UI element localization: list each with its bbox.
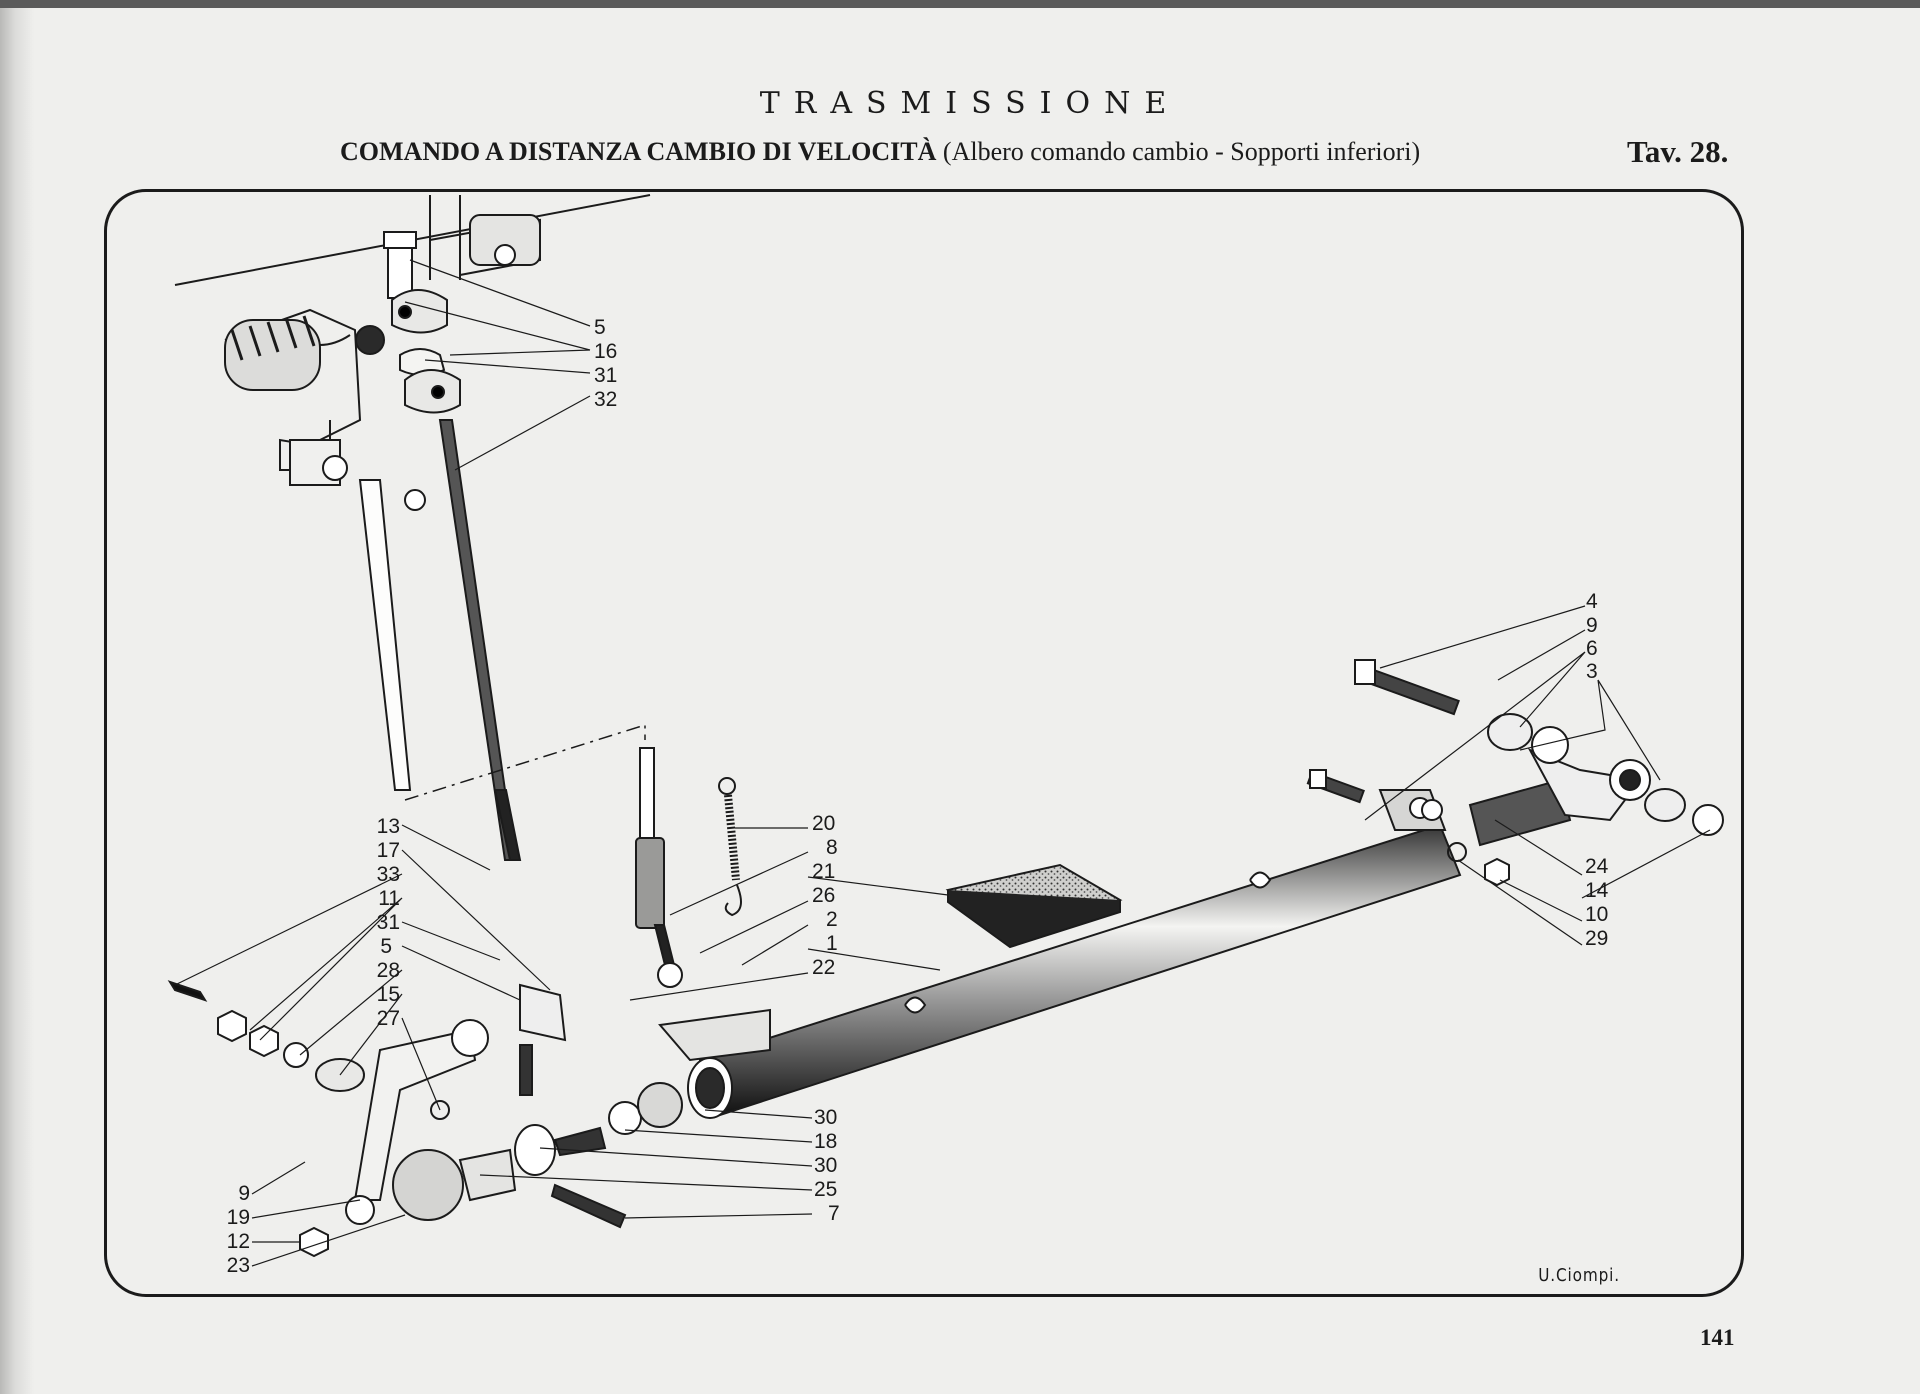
callout-label: 17	[376, 839, 400, 862]
callout-label: 30	[814, 1154, 838, 1177]
callout-label: 33	[376, 863, 400, 886]
return-spring	[718, 777, 742, 917]
callout-label: 14	[1585, 879, 1609, 902]
drawing-frame	[104, 189, 1744, 1297]
callout-label: 23	[226, 1254, 250, 1277]
callout-label: 18	[814, 1130, 838, 1153]
callout-label: 4	[1586, 590, 1598, 613]
right-end-assembly	[1306, 659, 1724, 887]
callout-label: 21	[812, 860, 836, 883]
subtitle-detail: (Albero comando cambio - Sopporti inferi…	[942, 137, 1421, 166]
callout-label: 13	[376, 815, 400, 838]
main-control-tube	[658, 823, 1462, 1119]
callout-label: 11	[378, 887, 400, 910]
section-title: TRASMISSIONE	[759, 86, 1181, 121]
stippled-pad	[945, 863, 1123, 949]
callout-label: 32	[594, 388, 618, 411]
callout-label: 24	[1585, 855, 1609, 878]
callout-label: 2	[826, 908, 838, 931]
callout-label: 31	[376, 911, 400, 934]
gearbox-housing-fragment	[174, 194, 651, 511]
plate-number: Tav. 28.	[1627, 134, 1729, 169]
callout-label: 26	[812, 884, 836, 907]
callout-label: 31	[594, 364, 618, 387]
page-gutter-shadow	[0, 0, 34, 1394]
upper-clamp-bracket	[383, 231, 461, 414]
callout-label: 30	[814, 1106, 838, 1129]
dash-dot-alignment-line	[404, 723, 646, 801]
callout-label: 5	[380, 935, 392, 958]
callout-label: 1	[826, 932, 838, 955]
callout-label: 25	[814, 1178, 838, 1201]
callout-label: 10	[1585, 903, 1609, 926]
center-plunger	[635, 747, 683, 988]
callout-label: 7	[828, 1202, 840, 1225]
callout-label: 19	[226, 1206, 250, 1229]
callout-label: 9	[1586, 614, 1598, 637]
left-shift-rod	[358, 419, 522, 861]
callout-label: 20	[812, 812, 836, 835]
page-number: 141	[1700, 1325, 1735, 1350]
subtitle-main: COMANDO A DISTANZA CAMBIO DI VELOCITÀ	[340, 137, 937, 166]
callout-label: 9	[238, 1182, 250, 1205]
callout-label: 6	[1586, 637, 1598, 660]
callout-label: 28	[376, 959, 400, 982]
callout-label: 3	[1586, 660, 1598, 683]
callout-label: 15	[376, 983, 400, 1006]
callout-label: 5	[594, 316, 606, 339]
callout-label: 22	[812, 956, 836, 979]
callout-label: 29	[1585, 927, 1609, 950]
callout-label: 12	[226, 1230, 250, 1253]
artist-signature: U.Ciompi.	[1538, 1265, 1620, 1286]
left-lower-parts	[167, 980, 683, 1258]
callout-label: 16	[594, 340, 618, 363]
callout-label: 8	[826, 836, 838, 859]
page-top-edge	[0, 0, 1920, 8]
callout-label: 27	[376, 1007, 400, 1030]
plate-subtitle: COMANDO A DISTANZA CAMBIO DI VELOCITÀ (A…	[340, 137, 1420, 167]
leader-lines	[174, 259, 1711, 1267]
